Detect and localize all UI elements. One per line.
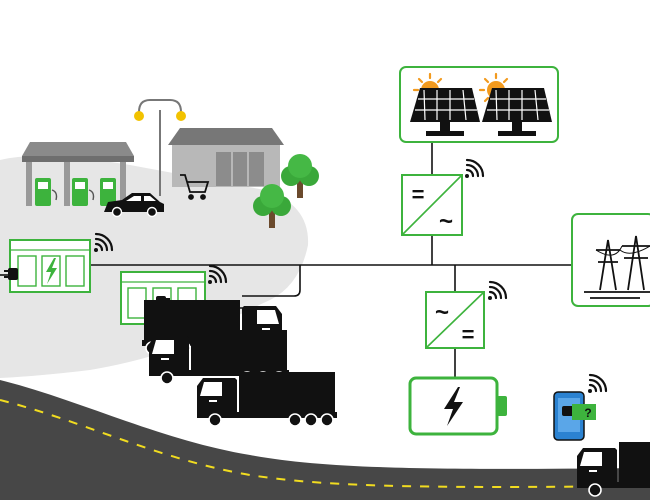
solar-array — [399, 66, 559, 143]
shopping-cart-icon — [180, 174, 210, 200]
lightning-bolt-icon — [46, 258, 57, 284]
truck-icon — [576, 441, 650, 497]
road — [0, 380, 650, 500]
ac-symbol: ~ — [439, 208, 453, 235]
fuel-pump-icon — [100, 178, 116, 206]
truck-icon — [196, 371, 338, 427]
charger-cabinet-main — [4, 232, 114, 293]
dc-symbol: = — [462, 322, 475, 347]
fuel-pump-icon — [72, 178, 88, 206]
battery-storage — [408, 376, 507, 436]
mobile-app: ? — [553, 373, 608, 441]
dc-ac-converter: = ~ — [401, 158, 485, 236]
app-question-badge: ? — [584, 406, 591, 420]
ac-dc-converter: ~ = — [425, 280, 508, 349]
dc-symbol: = — [412, 182, 425, 207]
gas-station — [22, 142, 134, 206]
street-lamp — [134, 99, 186, 196]
shop-building — [168, 128, 284, 187]
power-grid — [571, 213, 650, 307]
tree-icon — [281, 154, 319, 198]
plug-icon — [4, 268, 18, 280]
ground-area — [0, 156, 309, 378]
lightning-bolt-icon — [444, 387, 463, 426]
wifi-icon — [586, 373, 608, 395]
fuel-pump-icon — [35, 178, 51, 206]
car-icon — [104, 193, 164, 218]
wifi-icon — [463, 158, 485, 180]
ac-symbol: ~ — [435, 299, 449, 326]
transmission-tower-icon — [584, 235, 650, 299]
wifi-icon — [486, 280, 508, 302]
